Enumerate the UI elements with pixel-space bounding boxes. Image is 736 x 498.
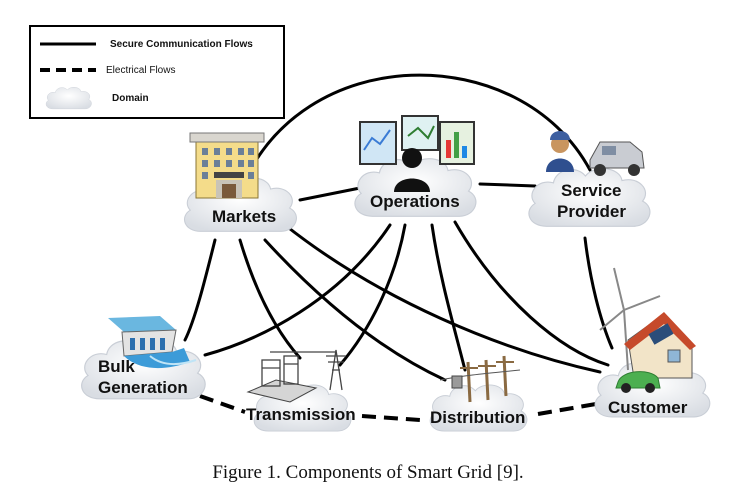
electrical-distribution-customer xyxy=(537,402,597,416)
flow-markets-transmission xyxy=(238,238,302,360)
markets-label: Markets xyxy=(212,207,276,226)
legend-electrical-text: Electrical Flows xyxy=(106,65,175,76)
electrical-transmission-distribution xyxy=(361,414,421,422)
operations-label: Operations xyxy=(370,192,460,211)
office-building-icon xyxy=(189,132,265,199)
flow-service-customer xyxy=(583,236,614,350)
flow-markets-customer xyxy=(283,223,602,374)
figure-caption: Figure 1. Components of Smart Grid [9]. xyxy=(212,462,524,483)
electrical-flows xyxy=(199,394,597,422)
flow-operations-transmission xyxy=(338,223,407,367)
flow-markets-service-provider xyxy=(238,73,592,194)
bulk-generation-label-line1: Bulk xyxy=(98,357,135,376)
house-windturbine-car-icon xyxy=(599,267,696,393)
electrical-bulk-transmission xyxy=(199,394,246,414)
bulk-generation-label-line2: Generation xyxy=(98,378,188,397)
flow-operations-bulk xyxy=(203,223,392,357)
legend-domain-text: Domain xyxy=(112,93,149,104)
customer-label: Customer xyxy=(608,398,688,417)
communication-flows xyxy=(183,73,614,382)
control-room-icon xyxy=(359,115,475,192)
flow-markets-bulk xyxy=(183,238,217,342)
substation-icon xyxy=(246,349,346,403)
flow-operations-service-provider xyxy=(478,182,537,188)
legend-secure-text: Secure Communication Flows xyxy=(110,39,253,50)
flow-markets-operations xyxy=(298,186,362,202)
service-provider-label-line2: Provider xyxy=(557,202,626,221)
flow-operations-distribution xyxy=(430,223,467,372)
distribution-label: Distribution xyxy=(430,408,525,427)
flow-operations-customer xyxy=(453,220,610,367)
technician-truck-icon xyxy=(546,131,645,176)
flow-markets-distribution xyxy=(263,238,447,382)
transmission-label: Transmission xyxy=(246,405,356,424)
service-provider-label-line1: Service xyxy=(561,181,622,200)
hydro-dam-icon xyxy=(108,316,197,369)
legend: Secure Communication Flows Electrical Fl… xyxy=(29,25,285,119)
utility-pole-icon xyxy=(439,355,521,403)
